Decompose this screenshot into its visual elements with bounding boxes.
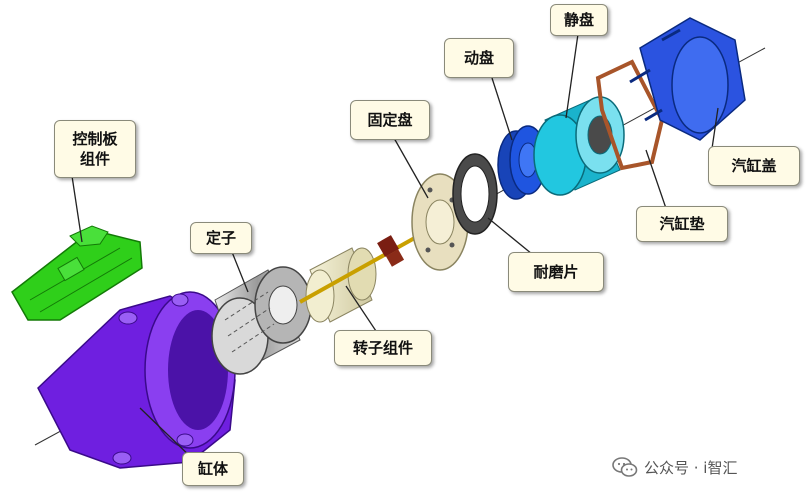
callout-wear-plate: 耐磨片 <box>508 252 604 292</box>
wechat-icon <box>612 457 638 477</box>
cylinder-cover-part <box>629 17 746 141</box>
callout-cylinder-gasket: 汽缸垫 <box>636 206 728 242</box>
callout-cylinder-cover: 汽缸盖 <box>708 146 800 186</box>
fixed-scroll-part <box>533 96 625 196</box>
watermark-text: 公众号 · i智汇 <box>644 458 738 477</box>
callout-fixed-plate: 固定盘 <box>350 100 430 140</box>
rotor-assembly-part <box>299 233 421 323</box>
wear-plate-part <box>452 153 498 235</box>
watermark: 公众号 · i智汇 <box>612 454 737 480</box>
cylinder-gasket-part <box>595 59 665 171</box>
callout-fixed-scroll: 静盘 <box>550 4 608 36</box>
cylinder-body-part <box>37 291 236 469</box>
callout-orbiting-scroll: 动盘 <box>444 38 514 78</box>
callout-rotor-assembly: 转子组件 <box>334 330 432 366</box>
callout-control-board: 控制板 组件 <box>54 120 136 178</box>
leader-lines <box>71 33 719 463</box>
callout-stator: 定子 <box>190 222 252 254</box>
stator-part <box>211 266 312 375</box>
callout-cylinder-body: 缸体 <box>182 452 244 486</box>
control-board-part <box>11 225 143 321</box>
